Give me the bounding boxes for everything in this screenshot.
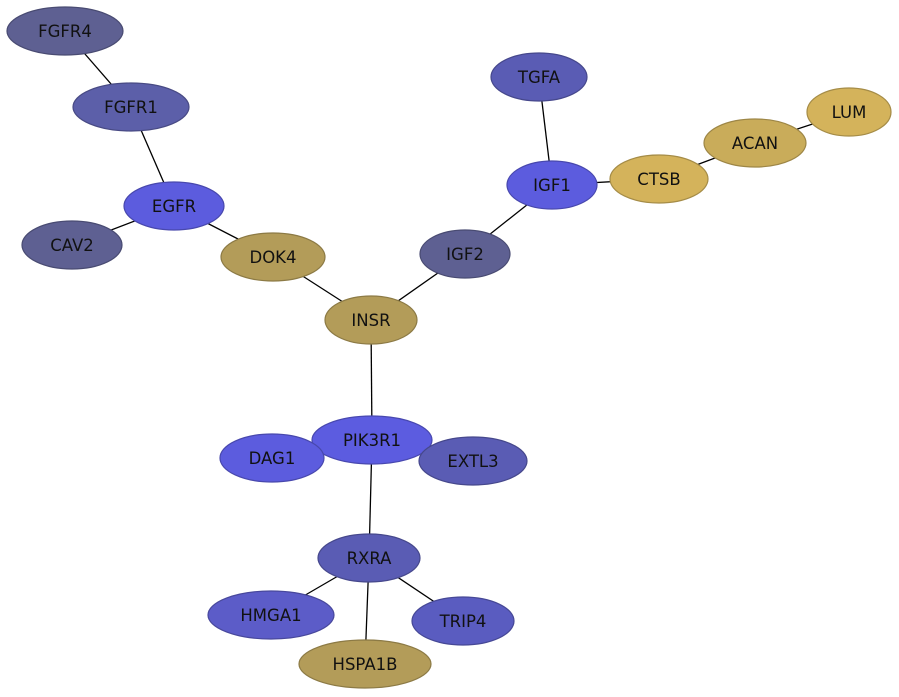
node-cav2[interactable]: CAV2 xyxy=(21,220,123,270)
node-fgfr4[interactable]: FGFR4 xyxy=(6,6,124,56)
node-tgfa[interactable]: TGFA xyxy=(490,52,588,102)
node-label: IGF1 xyxy=(533,176,571,195)
node-label: RXRA xyxy=(347,549,393,568)
node-extl3[interactable]: EXTL3 xyxy=(418,436,528,486)
node-ellipse xyxy=(298,639,432,689)
node-ellipse xyxy=(219,433,325,483)
node-hspa1b[interactable]: HSPA1B xyxy=(298,639,432,689)
node-pik3r1[interactable]: PIK3R1 xyxy=(311,415,433,465)
node-ellipse xyxy=(123,181,225,231)
node-acan[interactable]: ACAN xyxy=(703,118,807,168)
node-ellipse xyxy=(207,590,335,640)
node-label: DOK4 xyxy=(249,248,296,267)
node-ellipse xyxy=(490,52,588,102)
node-trip4[interactable]: TRIP4 xyxy=(411,596,515,646)
node-label: DAG1 xyxy=(249,449,296,468)
node-ellipse xyxy=(506,160,598,210)
node-ellipse xyxy=(21,220,123,270)
node-label: CTSB xyxy=(637,170,680,189)
node-ctsb[interactable]: CTSB xyxy=(609,154,709,204)
node-label: PIK3R1 xyxy=(343,431,401,450)
node-label: LUM xyxy=(832,103,867,122)
node-label: INSR xyxy=(351,311,390,330)
node-fgfr1[interactable]: FGFR1 xyxy=(72,82,190,132)
node-label: CAV2 xyxy=(50,236,94,255)
node-dok4[interactable]: DOK4 xyxy=(220,232,326,282)
node-label: HSPA1B xyxy=(333,655,398,674)
node-ellipse xyxy=(703,118,807,168)
node-label: FGFR4 xyxy=(38,22,92,41)
node-ellipse xyxy=(311,415,433,465)
node-label: EGFR xyxy=(152,197,196,216)
node-ellipse xyxy=(418,436,528,486)
node-hmga1[interactable]: HMGA1 xyxy=(207,590,335,640)
node-label: EXTL3 xyxy=(447,452,498,471)
node-label: IGF2 xyxy=(446,245,484,264)
node-insr[interactable]: INSR xyxy=(324,295,418,345)
node-igf2[interactable]: IGF2 xyxy=(419,229,511,279)
node-dag1[interactable]: DAG1 xyxy=(219,433,325,483)
node-ellipse xyxy=(72,82,190,132)
node-ellipse xyxy=(6,6,124,56)
node-label: FGFR1 xyxy=(104,98,158,117)
node-ellipse xyxy=(317,533,421,583)
node-label: HMGA1 xyxy=(240,606,301,625)
node-label: TRIP4 xyxy=(439,612,487,631)
node-ellipse xyxy=(419,229,511,279)
node-lum[interactable]: LUM xyxy=(806,87,892,137)
node-igf1[interactable]: IGF1 xyxy=(506,160,598,210)
node-label: TGFA xyxy=(517,68,561,87)
node-ellipse xyxy=(324,295,418,345)
node-ellipse xyxy=(806,87,892,137)
node-rxra[interactable]: RXRA xyxy=(317,533,421,583)
node-label: ACAN xyxy=(732,134,778,153)
node-egfr[interactable]: EGFR xyxy=(123,181,225,231)
node-ellipse xyxy=(411,596,515,646)
node-ellipse xyxy=(220,232,326,282)
node-ellipse xyxy=(609,154,709,204)
